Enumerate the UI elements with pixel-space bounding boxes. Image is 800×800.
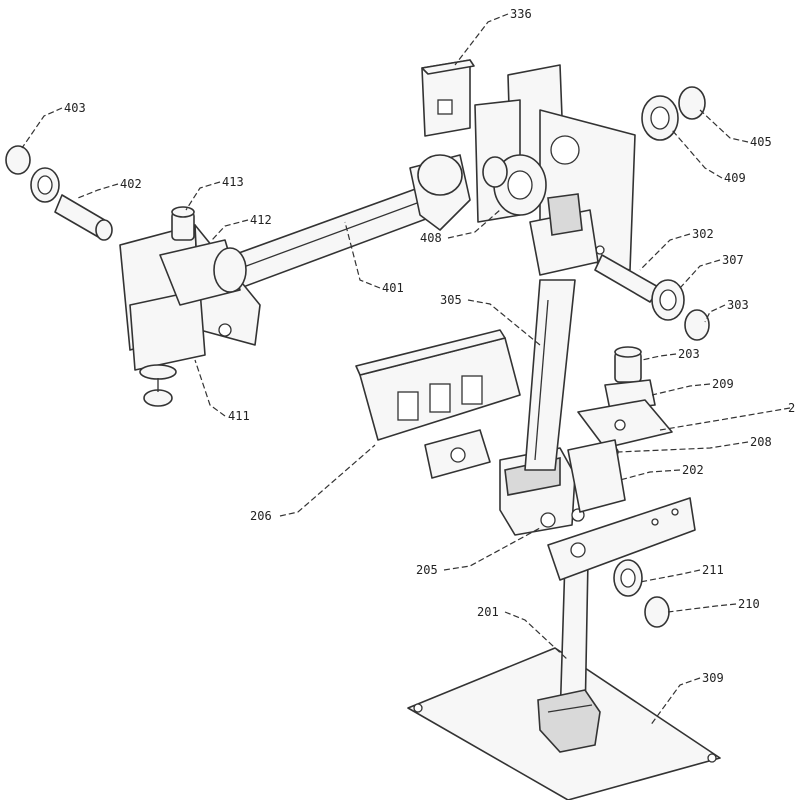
joint-412: [159, 239, 247, 306]
shaft-302: [594, 254, 661, 303]
label-409: 409: [724, 171, 746, 185]
label-309: 309: [702, 671, 724, 685]
arm-401: [224, 182, 443, 291]
label-203: 203: [678, 347, 700, 361]
label-210: 210: [738, 597, 760, 611]
lower-column: [537, 559, 601, 753]
encoder-203: [614, 346, 642, 383]
foot-411: [139, 364, 177, 407]
cap-210: [644, 596, 670, 628]
flange-206: [424, 429, 491, 479]
label-408: 408: [420, 231, 442, 245]
label-336: 336: [510, 7, 532, 21]
reference-labels: 336 403 402 413 412 401 411 408 405 409 …: [64, 7, 795, 685]
block-336: [421, 59, 475, 137]
motor-211: [613, 559, 643, 597]
label-402: 402: [120, 177, 142, 191]
label-202: 202: [682, 463, 704, 477]
joint-block-upper: [529, 193, 599, 276]
ring-409: [641, 95, 679, 141]
coupling-402: [30, 167, 60, 203]
lower-arm-plate: [547, 497, 696, 581]
shaft-402: [54, 194, 113, 241]
label-307: 307: [722, 253, 744, 267]
label-412: 412: [250, 213, 272, 227]
label-208: 208: [750, 435, 772, 449]
label-205: 205: [416, 563, 438, 577]
label-201: 201: [477, 605, 499, 619]
label-305: 305: [440, 293, 462, 307]
lower-joint-block: [499, 447, 585, 536]
leader-lines: [21, 13, 791, 727]
bracket-202: [567, 439, 626, 513]
label-302: 302: [692, 227, 714, 241]
cap-403: [5, 145, 31, 175]
display-box: [355, 329, 521, 441]
label-411: 411: [228, 409, 250, 423]
label-413: 413: [222, 175, 244, 189]
label-403: 403: [64, 101, 86, 115]
label-209: 209: [712, 377, 734, 391]
label-2: 2: [788, 401, 795, 415]
label-211: 211: [702, 563, 724, 577]
label-405: 405: [750, 135, 772, 149]
coupling-307: [651, 279, 685, 321]
bracket-plate: [577, 399, 673, 449]
mid-column: [524, 279, 576, 471]
motor-408: [482, 154, 547, 216]
cap-303: [684, 309, 710, 341]
label-206: 206: [250, 509, 272, 523]
arm-clamp: [409, 154, 471, 231]
motor-413: [171, 206, 195, 241]
label-401: 401: [382, 281, 404, 295]
label-303: 303: [727, 298, 749, 312]
cap-405: [678, 86, 706, 120]
